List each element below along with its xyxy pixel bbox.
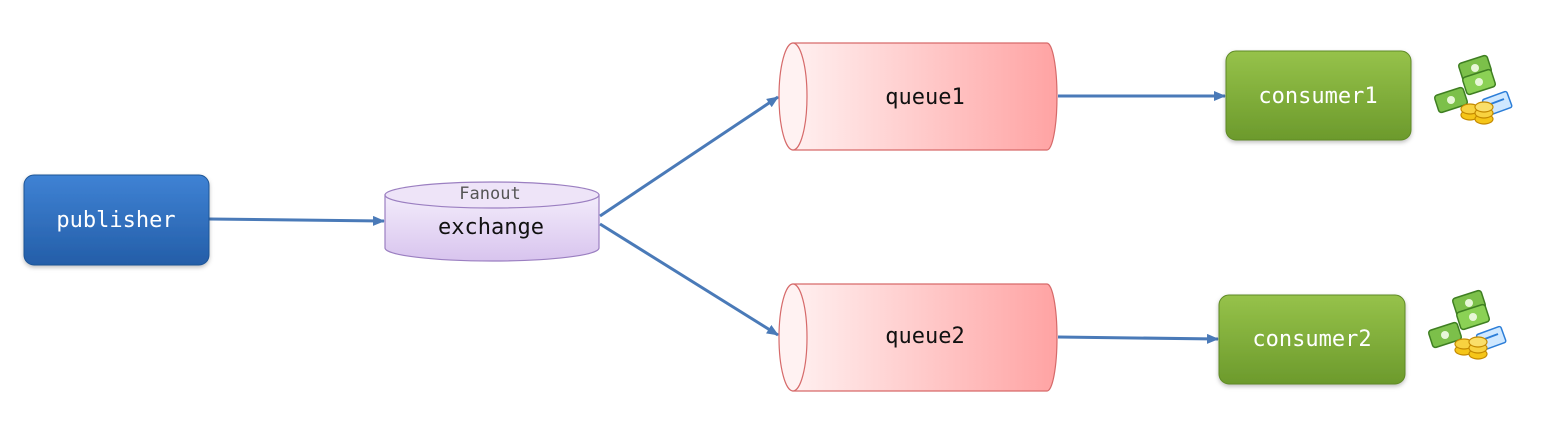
exchange-node [384,181,600,262]
publisher-label: publisher [56,208,175,233]
money-icon [1432,53,1514,125]
queue1-label: queue1 [885,85,964,110]
arrow-exchange-to-queue1 [599,95,779,218]
queue2-label: queue2 [885,324,964,349]
queue1-node [778,42,1058,151]
arrow-exchange-to-queue2 [599,222,779,337]
consumer2-node [1218,294,1406,385]
publisher-node [23,174,210,266]
exchange-type-label: Fanout [459,184,520,204]
queue2-node [778,283,1058,392]
consumer1-label: consumer1 [1258,84,1377,109]
arrow-publisher-to-exchange [208,215,385,226]
arrow-queue2-to-consumer2 [1057,333,1219,344]
exchange-label: exchange [438,215,544,240]
consumer1-node [1225,50,1412,141]
consumer2-label: consumer2 [1252,327,1371,352]
money-icon [1426,288,1508,360]
